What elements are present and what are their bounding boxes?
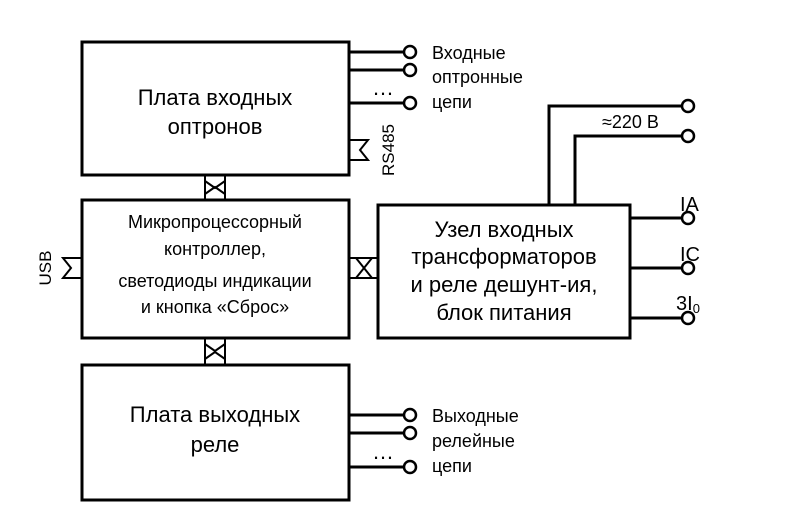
input-optocouplers-title-line1: Плата входных bbox=[138, 85, 293, 110]
rs485-connector-icon bbox=[349, 139, 371, 161]
output-circuits-label-line1: Выходные bbox=[432, 406, 519, 426]
output-circuits-ellipsis: … bbox=[372, 439, 394, 464]
transformers-block bbox=[376, 203, 632, 340]
input-circuits-label-line2: оптронные bbox=[432, 67, 523, 87]
input-terminal-1 bbox=[402, 44, 418, 60]
connector-controller-output-icon bbox=[204, 338, 226, 365]
input-terminal-3 bbox=[402, 95, 418, 111]
rs485-label: RS485 bbox=[379, 124, 398, 176]
input-optocouplers-block bbox=[80, 40, 351, 177]
microcontroller-title-line1: Микропроцессорный bbox=[128, 212, 302, 232]
supply-terminal-2 bbox=[680, 128, 696, 144]
input-terminal-2 bbox=[402, 62, 418, 78]
input-optocouplers-title-line2: оптронов bbox=[168, 114, 263, 139]
usb-connector-icon bbox=[60, 257, 82, 279]
input-circuits-label-line1: Входные bbox=[432, 43, 506, 63]
supply-terminal-1 bbox=[680, 98, 696, 114]
transformers-title-line4: блок питания bbox=[436, 300, 571, 325]
output-relays-title-line1: Плата выходных bbox=[130, 402, 300, 427]
ia-label: IA bbox=[680, 194, 700, 216]
supply-label: ≈220 В bbox=[602, 112, 659, 132]
3i0-label-subscript: 0 bbox=[693, 301, 700, 316]
output-terminal-1 bbox=[402, 407, 418, 423]
3i0-label-main: 3I bbox=[676, 293, 693, 315]
output-circuits-label-line3: цепи bbox=[432, 456, 472, 476]
microcontroller-title-line4: и кнопка «Сброс» bbox=[141, 297, 289, 317]
output-circuit-terminals bbox=[349, 407, 418, 475]
microcontroller-block bbox=[80, 198, 351, 340]
output-terminal-2 bbox=[402, 425, 418, 441]
output-circuits-label-line2: релейные bbox=[432, 431, 515, 451]
current-input-wires bbox=[630, 210, 696, 326]
transformers-title-line2: трансформаторов bbox=[411, 244, 596, 269]
transformers-title-line3: и реле дешунт-ия, bbox=[411, 272, 598, 297]
input-circuits-ellipsis: … bbox=[372, 75, 394, 100]
microcontroller-title-line3: светодиоды индикации bbox=[118, 271, 311, 291]
input-circuits-label-line3: цепи bbox=[432, 92, 472, 112]
3i0-terminal bbox=[680, 310, 696, 326]
output-terminal-3 bbox=[402, 459, 418, 475]
usb-label: USB bbox=[36, 251, 55, 286]
connector-input-controller-icon bbox=[204, 175, 226, 200]
output-relays-title-line2: реле bbox=[191, 432, 240, 457]
microcontroller-title-line2: контроллер, bbox=[164, 239, 266, 259]
supply-wires bbox=[547, 98, 696, 205]
connector-controller-transformers-icon bbox=[349, 257, 378, 279]
ic-label: IC bbox=[680, 244, 700, 266]
ic-terminal bbox=[680, 260, 696, 276]
input-circuit-terminals bbox=[349, 44, 418, 111]
output-relays-block bbox=[80, 363, 351, 502]
transformers-title-line1: Узел входных bbox=[434, 217, 573, 242]
ia-terminal bbox=[680, 210, 696, 226]
3i0-label: 3I0 bbox=[676, 293, 700, 316]
